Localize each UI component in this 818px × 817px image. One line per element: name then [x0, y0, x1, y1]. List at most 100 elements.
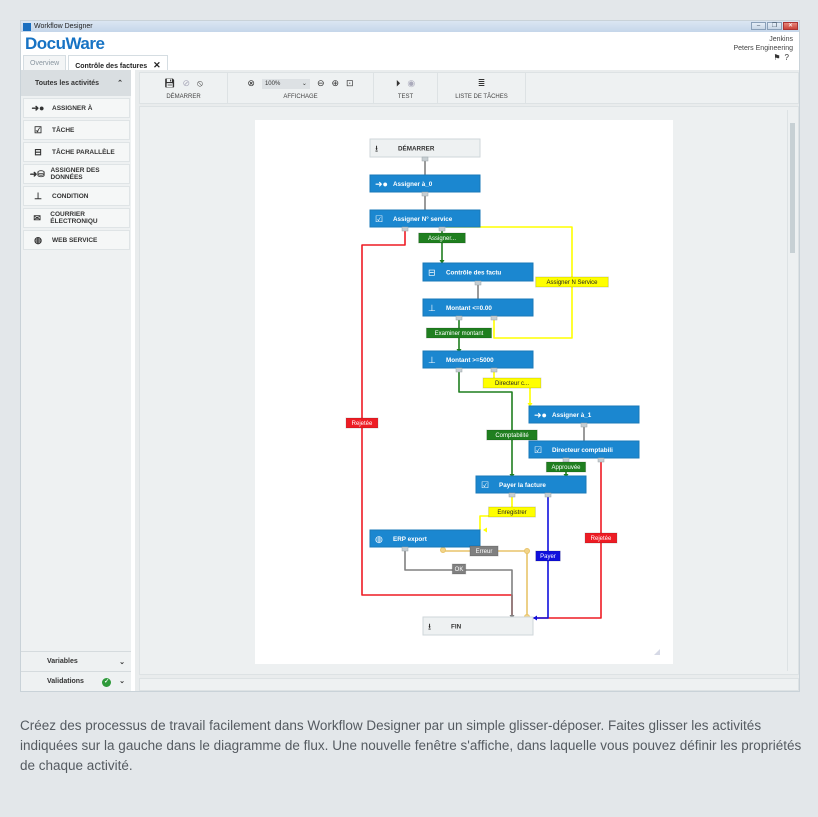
node-box[interactable]: [369, 209, 481, 228]
label-ok[interactable]: OK: [451, 563, 467, 575]
node-port: [438, 226, 446, 232]
node-assigner-n-service[interactable]: ☑Assigner N° service: [369, 209, 481, 228]
megaphone-icon[interactable]: ⚑: [773, 53, 785, 62]
node-port: [401, 226, 409, 232]
label-box[interactable]: [345, 417, 379, 429]
label-comptabilite[interactable]: Comptabilité: [486, 429, 538, 441]
node-box[interactable]: [422, 298, 534, 317]
condition-icon: ⊥: [34, 190, 42, 201]
connector-assigner-n-service[interactable]: [446, 226, 573, 339]
label-rejetee-1[interactable]: Rejetée: [345, 417, 379, 429]
check-icon[interactable]: ⊘: [182, 78, 191, 88]
label-erreur[interactable]: Erreur: [469, 545, 499, 557]
sidebar-item-condition[interactable]: ⊥CONDITION: [23, 186, 130, 206]
cancel-icon[interactable]: ⦸: [197, 78, 203, 88]
node-port: [544, 492, 552, 498]
sidebar-item-assigner[interactable]: ➜●ASSIGNER À: [23, 98, 130, 118]
stop-icon[interactable]: ◉: [407, 78, 416, 88]
minimize-button[interactable]: –: [751, 22, 766, 30]
label-box[interactable]: [469, 545, 499, 557]
node-port: [490, 315, 498, 321]
node-fin[interactable]: ⭳FIN: [422, 616, 534, 636]
label-box[interactable]: [545, 461, 587, 473]
sidebar-item-courrier[interactable]: ✉ COURRIER ÉLECTRONIQU: [23, 208, 130, 228]
task-list-icon[interactable]: ≣: [477, 78, 486, 88]
help-icon[interactable]: ?: [784, 53, 793, 62]
variables-panel[interactable]: Variables⌄: [21, 651, 131, 671]
label-box[interactable]: [451, 563, 467, 575]
fit-icon[interactable]: ⊡: [346, 78, 354, 88]
zoom-select[interactable]: 100%⌄: [261, 78, 310, 89]
node-demarrer[interactable]: ⭳DÉMARRER: [369, 138, 481, 158]
node-payer-la-facture[interactable]: ☑Payer la facture: [475, 475, 587, 494]
zoom-out-icon[interactable]: ⊖: [316, 78, 325, 88]
node-assigner-a-1[interactable]: ➜●Assigner à_1: [528, 405, 640, 424]
node-icon: ⭳: [375, 144, 378, 154]
label-assigner[interactable]: Assigner...: [418, 232, 466, 244]
save-icon[interactable]: 💾︎: [164, 78, 176, 88]
label-payer[interactable]: Payer: [535, 550, 561, 562]
label-box[interactable]: [535, 550, 561, 562]
label-box[interactable]: [482, 377, 542, 389]
label-examiner-montant[interactable]: Examiner montant: [425, 327, 493, 339]
validations-panel[interactable]: Validations✓⌄: [21, 671, 131, 691]
connector-payer[interactable]: [533, 493, 549, 619]
chevron-down-icon[interactable]: ⌄: [119, 677, 125, 685]
group-label-liste-taches: LISTE DE TÂCHES: [455, 93, 508, 100]
sidebar-item-tache[interactable]: ☑TÂCHE: [23, 120, 130, 140]
sidebar-item-assigner-donnees[interactable]: ➜⛁ASSIGNER DES DONNÉES: [23, 164, 130, 184]
node-label: ERP export: [393, 536, 428, 543]
label-box[interactable]: [425, 327, 493, 339]
close-tab-icon[interactable]: ✕: [153, 60, 161, 70]
node-assigner-a-0[interactable]: ➜●Assigner à_0: [369, 174, 481, 193]
label-rejetee-2[interactable]: Rejetée: [584, 532, 618, 544]
node-box[interactable]: [528, 440, 640, 459]
zoom-in-icon[interactable]: ⊕: [331, 78, 340, 88]
node-box[interactable]: [422, 350, 534, 369]
node-port: [490, 367, 498, 373]
restore-button[interactable]: ❐: [767, 22, 782, 30]
sidebar-item-label: COURRIER ÉLECTRONIQU: [50, 211, 98, 225]
node-label: Payer la facture: [499, 482, 546, 489]
label-box[interactable]: [418, 232, 466, 244]
tab-overview[interactable]: Overview: [23, 55, 67, 70]
label-box[interactable]: [488, 506, 536, 518]
user-org: Peters Engineering: [733, 45, 793, 52]
chevron-down-icon: ⌄: [301, 81, 307, 87]
node-box[interactable]: [422, 616, 534, 636]
node-controle-des-factures[interactable]: ⊟Contrôle des factu: [422, 262, 534, 282]
label-box[interactable]: [535, 276, 609, 288]
chevron-down-icon[interactable]: ⌄: [119, 658, 125, 666]
email-icon: ✉: [33, 212, 41, 223]
connector-ok[interactable]: [404, 547, 513, 617]
connector-rejetee-2[interactable]: [533, 458, 602, 619]
hide-icon[interactable]: ⊗: [247, 78, 255, 88]
sidebar-item-tache-parallele[interactable]: ⊟TÂCHE PARALLÈLE: [23, 142, 130, 162]
label-approuvee[interactable]: Approuvée: [545, 461, 587, 473]
check-ok-icon: ✓: [102, 677, 112, 687]
label-box[interactable]: [486, 429, 538, 441]
sidebar-header[interactable]: Toutes les activités⌃: [21, 70, 131, 96]
diagram-canvas-area[interactable]: ⭳DÉMARRER ➜●Assigner à_0 ☑Assigner N° serv…: [139, 106, 799, 675]
connector-rejetee-1[interactable]: [361, 227, 513, 617]
node-directeur-comptabilite[interactable]: ☑Directeur comptabili: [528, 440, 640, 459]
tab-controle-des-factures[interactable]: Contrôle des factures✕: [68, 55, 168, 71]
vertical-scrollbar[interactable]: [787, 110, 797, 671]
label-assigner-n-service[interactable]: Assigner N Service: [535, 276, 609, 288]
workflow-diagram[interactable]: ⭳DÉMARRER ➜●Assigner à_0 ☑Assigner N° serv…: [255, 120, 673, 664]
label-box[interactable]: [584, 532, 618, 544]
sidebar-item-label: TÂCHE PARALLÈLE: [52, 148, 115, 156]
node-box[interactable]: [369, 529, 481, 548]
scrollbar-thumb[interactable]: [790, 123, 795, 253]
label-enregistrer[interactable]: Enregistrer: [488, 506, 536, 518]
chevron-up-icon[interactable]: ⌃: [117, 80, 123, 87]
node-box[interactable]: [475, 475, 587, 494]
node-montant-1[interactable]: ⊥Montant <=0.00: [422, 298, 534, 317]
node-montant-2[interactable]: ⊥Montant >=5000: [422, 350, 534, 369]
label-directeur-c[interactable]: Directeur c...: [482, 377, 542, 389]
play-icon[interactable]: ⏵: [395, 78, 401, 88]
node-erp-export[interactable]: ◍ERP export: [369, 529, 481, 548]
close-button[interactable]: ✕: [783, 22, 798, 30]
diagram-paper[interactable]: ⭳DÉMARRER ➜●Assigner à_0 ☑Assigner N° serv…: [255, 120, 673, 664]
sidebar-item-web-service[interactable]: ◍WEB SERVICE: [23, 230, 130, 250]
